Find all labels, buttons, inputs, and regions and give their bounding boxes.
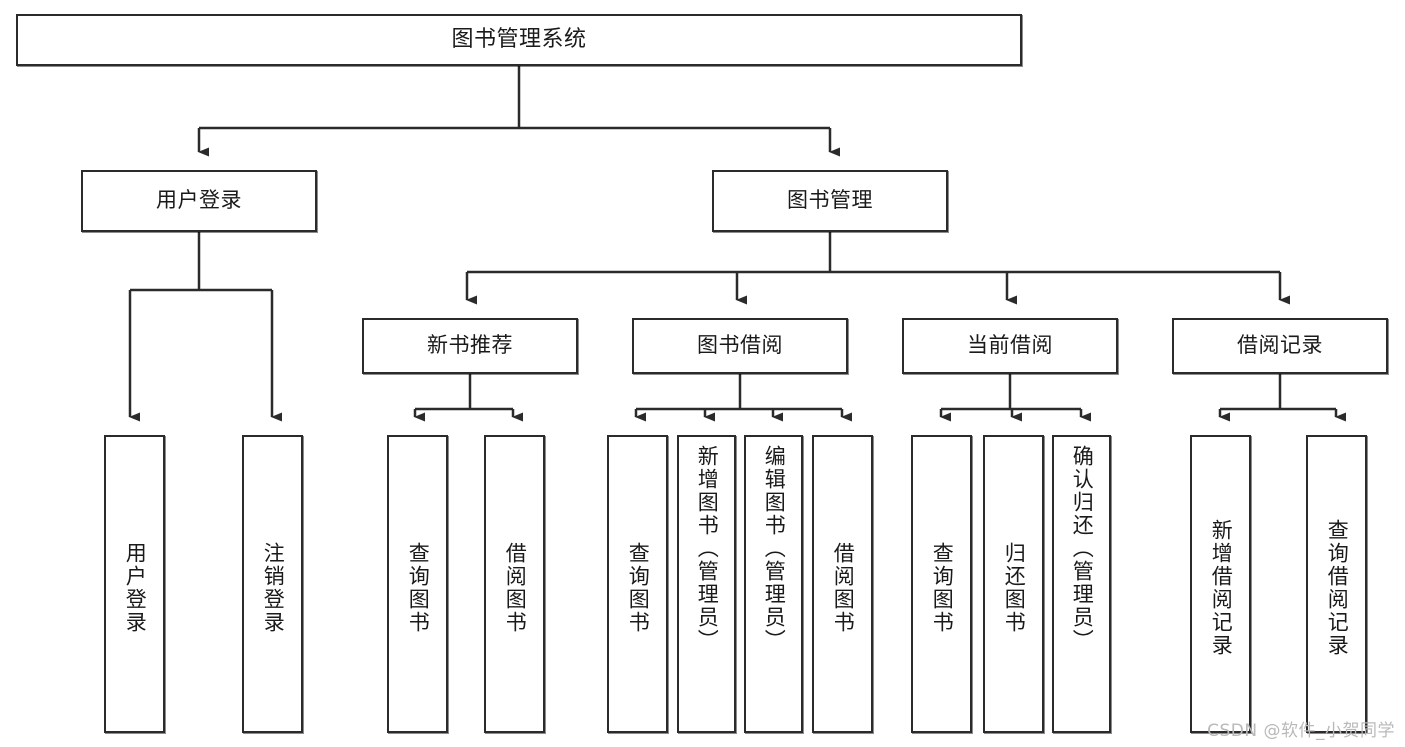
leaf-borrow-book-recommend[interactable]: 借阅图书 <box>484 435 545 733</box>
leaf-query-book-recommend[interactable]: 查询图书 <box>387 435 448 733</box>
leaf-user-login[interactable]: 用户登录 <box>104 435 165 733</box>
node-book-management[interactable]: 图书管理 <box>712 170 948 232</box>
node-label: 确认归还（管理员） <box>1070 445 1095 652</box>
node-label: 借阅记录 <box>1237 333 1323 358</box>
leaf-query-borrow-record[interactable]: 查询借阅记录 <box>1306 435 1367 733</box>
node-label: 用户登录 <box>156 188 242 213</box>
node-root[interactable]: 图书管理系统 <box>16 14 1022 66</box>
node-borrow-record[interactable]: 借阅记录 <box>1172 318 1388 374</box>
node-label: 新增图书（管理员） <box>695 445 720 652</box>
leaf-query-book-current[interactable]: 查询图书 <box>911 435 972 733</box>
node-label: 查询借阅记录 <box>1325 519 1350 657</box>
node-book-borrow[interactable]: 图书借阅 <box>632 318 848 374</box>
leaf-logout[interactable]: 注销登录 <box>242 435 303 733</box>
leaf-edit-book-admin[interactable]: 编辑图书（管理员） <box>744 435 803 733</box>
node-label: 注销登录 <box>261 542 286 634</box>
leaf-borrow-book[interactable]: 借阅图书 <box>812 435 873 733</box>
node-user-login[interactable]: 用户登录 <box>81 170 317 232</box>
node-label: 借阅图书 <box>503 542 528 634</box>
node-label: 查询图书 <box>406 542 431 634</box>
node-label: 查询图书 <box>930 542 955 634</box>
node-label: 借阅图书 <box>831 542 856 634</box>
node-label: 编辑图书（管理员） <box>762 445 787 652</box>
node-current-borrow[interactable]: 当前借阅 <box>902 318 1118 374</box>
node-label: 归还图书 <box>1002 542 1027 634</box>
leaf-query-book-borrow[interactable]: 查询图书 <box>607 435 668 733</box>
leaf-add-borrow-record[interactable]: 新增借阅记录 <box>1190 435 1251 733</box>
leaf-add-book-admin[interactable]: 新增图书（管理员） <box>677 435 736 733</box>
node-label: 图书借阅 <box>697 333 783 358</box>
node-label: 新书推荐 <box>427 333 513 358</box>
csdn-watermark: CSDN @软件_小贺同学 <box>1207 721 1395 741</box>
leaf-return-book[interactable]: 归还图书 <box>983 435 1044 733</box>
node-label: 查询图书 <box>626 542 651 634</box>
node-label: 当前借阅 <box>967 333 1053 358</box>
node-label: 图书管理 <box>787 188 873 213</box>
node-label: 图书管理系统 <box>451 26 587 52</box>
node-label: 用户登录 <box>123 542 148 634</box>
node-new-book-recommend[interactable]: 新书推荐 <box>362 318 578 374</box>
node-label: 新增借阅记录 <box>1209 519 1234 657</box>
leaf-confirm-return-admin[interactable]: 确认归还（管理员） <box>1052 435 1111 733</box>
